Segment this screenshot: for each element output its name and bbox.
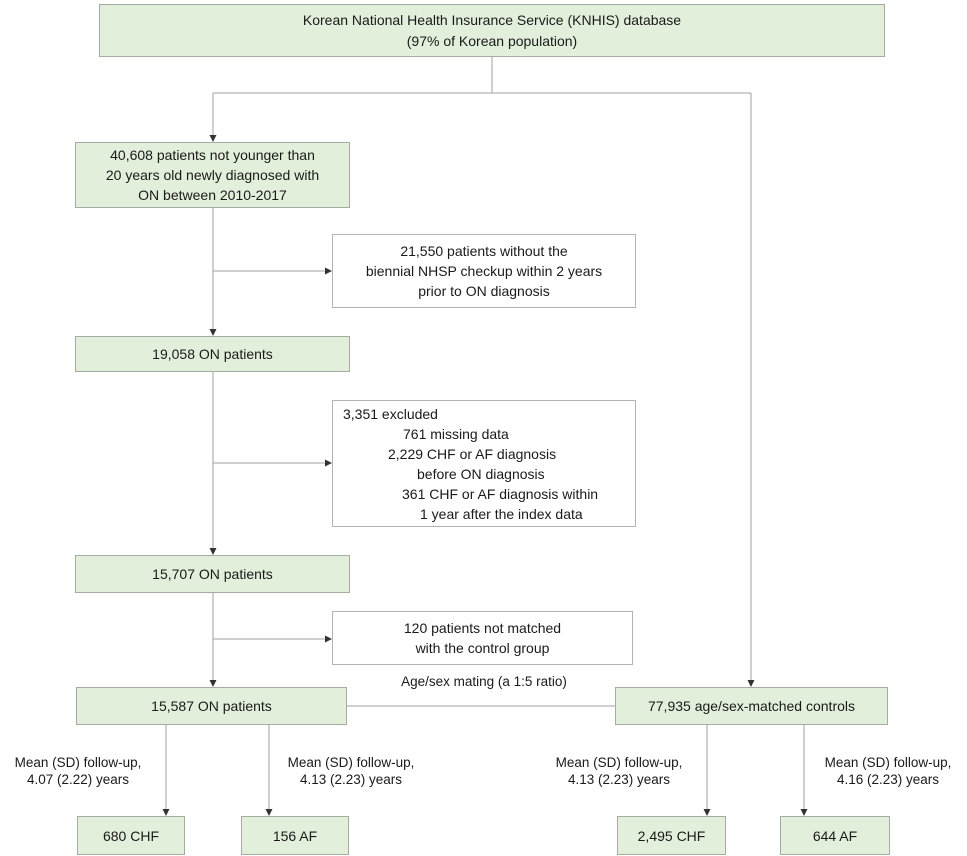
box-excluded-no-checkup-line1: 21,550 patients without the: [400, 243, 568, 259]
followup-label-controls-chf-line1: Mean (SD) follow-up,: [555, 755, 683, 770]
arrowhead-to-chf-controls: [703, 809, 711, 816]
followup-label-on-chf-line1: Mean (SD) follow-up,: [14, 755, 142, 770]
box-not-matched-line2: with the control group: [415, 640, 550, 656]
box-knhis-database-line2: (97% of Korean population): [406, 32, 578, 49]
box-on-15587: 15,587 ON patients: [76, 687, 347, 725]
box-excluded-3351-line6: 1 year after the index data: [420, 506, 583, 522]
arrowhead-to-af-on: [265, 809, 273, 816]
box-on-15587-label: 15,587 ON patients: [151, 698, 272, 714]
arrowhead-to-not-matched: [325, 635, 332, 643]
followup-label-controls-af-line2: 4.16 (2.23) years: [836, 772, 940, 787]
box-knhis-database: Korean National Health Insurance Service…: [99, 4, 885, 57]
followup-label-on-chf-line2: 4.07 (2.22) years: [26, 772, 130, 787]
box-excluded-3351-line1: 3,351 excluded: [343, 406, 438, 422]
box-newly-diagnosed-line2: 20 years old newly diagnosed with: [105, 167, 320, 183]
box-newly-diagnosed-line1: 40,608 patients not younger than: [110, 147, 315, 163]
box-outcome-chf-controls: 2,495 CHF: [617, 816, 726, 855]
arrowhead-to-excluded-3351: [325, 459, 332, 467]
box-newly-diagnosed: 40,608 patients not younger than 20 year…: [75, 142, 350, 208]
box-not-matched-line1: 120 patients not matched: [403, 620, 562, 636]
box-outcome-af-on-label: 156 AF: [272, 827, 318, 844]
arrowhead-to-chf-on: [162, 809, 170, 816]
box-excluded-no-checkup: 21,550 patients without the biennial NHS…: [332, 234, 636, 308]
followup-label-controls-af-line1: Mean (SD) follow-up,: [824, 755, 952, 770]
box-on-15707-label: 15,707 ON patients: [152, 566, 273, 582]
followup-label-on-af-line2: 4.13 (2.23) years: [299, 772, 403, 787]
followup-label-on-af-line1: Mean (SD) follow-up,: [287, 755, 415, 770]
box-excluded-3351-line2: 761 missing data: [403, 426, 509, 442]
box-on-19058-label: 19,058 ON patients: [152, 346, 273, 362]
box-excluded-3351-line3: 2,229 CHF or AF diagnosis: [388, 446, 557, 462]
box-controls-label: 77,935 age/sex-matched controls: [647, 698, 855, 714]
box-excluded-3351-line4: before ON diagnosis: [417, 466, 545, 482]
box-outcome-chf-on: 680 CHF: [77, 816, 185, 855]
followup-label-on-chf: Mean (SD) follow-up, 4.07 (2.22) years: [2, 754, 154, 788]
arrowhead-to-controls: [747, 680, 755, 687]
box-excluded-3351: 3,351 excluded 761 missing data 2,229 CH…: [332, 400, 636, 527]
box-on-15707: 15,707 ON patients: [75, 555, 350, 593]
box-outcome-chf-controls-label: 2,495 CHF: [637, 827, 706, 844]
box-excluded-no-checkup-line2: biennial NHSP checkup within 2 years: [365, 263, 603, 279]
box-excluded-3351-line5: 361 CHF or AF diagnosis within: [402, 486, 599, 502]
box-outcome-chf-on-label: 680 CHF: [102, 827, 160, 844]
arrowhead-to-15587: [209, 680, 217, 687]
box-outcome-af-controls: 644 AF: [780, 816, 890, 855]
box-excluded-no-checkup-line3: prior to ON diagnosis: [418, 283, 550, 299]
arrowhead-to-excluded-no-checkup: [325, 267, 332, 275]
followup-label-controls-chf: Mean (SD) follow-up, 4.13 (2.23) years: [542, 754, 696, 788]
arrowhead-to-af-controls: [800, 809, 808, 816]
followup-label-controls-af: Mean (SD) follow-up, 4.16 (2.23) years: [810, 754, 966, 788]
arrowhead-to-15707: [209, 548, 217, 555]
box-controls: 77,935 age/sex-matched controls: [615, 687, 888, 725]
box-newly-diagnosed-line3: ON between 2010-2017: [138, 187, 287, 203]
box-outcome-af-controls-label: 644 AF: [812, 827, 858, 844]
box-outcome-af-on: 156 AF: [241, 816, 349, 855]
followup-label-on-af: Mean (SD) follow-up, 4.13 (2.23) years: [276, 754, 426, 788]
arrowhead-to-19058: [209, 329, 217, 336]
matching-label: Age/sex mating (a 1:5 ratio): [401, 674, 567, 689]
box-knhis-database-line1: Korean National Health Insurance Service…: [302, 11, 682, 28]
arrowhead-to-diagnosed: [209, 135, 217, 142]
box-not-matched: 120 patients not matched with the contro…: [332, 611, 633, 665]
followup-label-controls-chf-line2: 4.13 (2.23) years: [567, 772, 671, 787]
box-on-19058: 19,058 ON patients: [75, 336, 350, 372]
